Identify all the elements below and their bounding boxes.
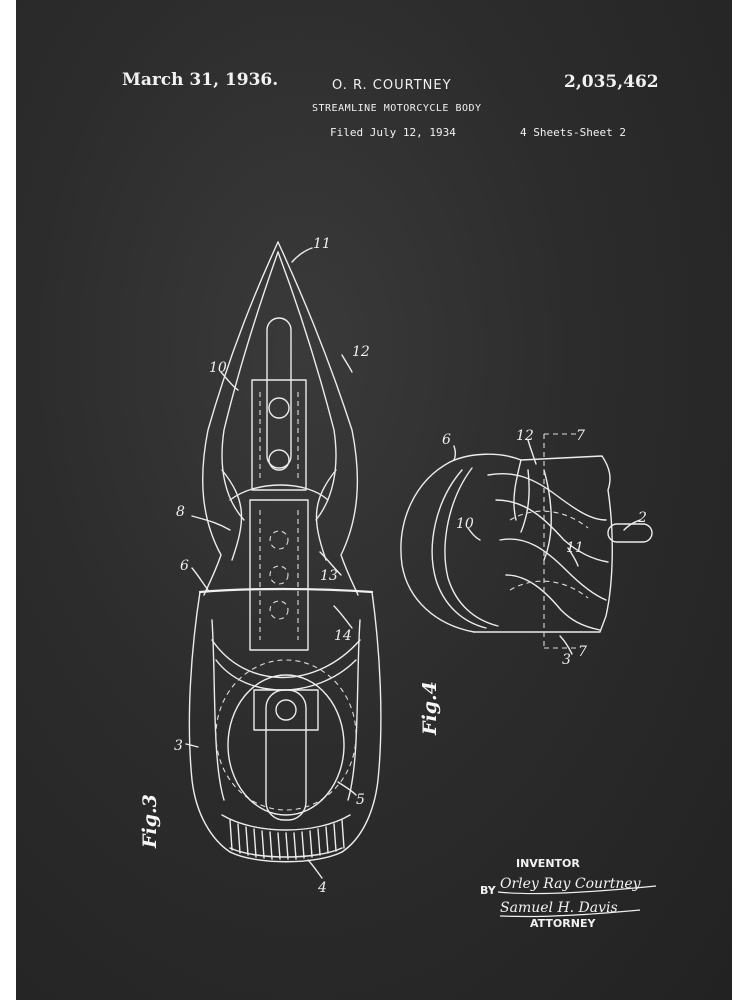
signature-block: Orley Ray Courtney Samuel H. Davis	[497, 876, 657, 918]
fig4-ref-6: 6	[442, 432, 451, 448]
fig3-ref-12: 12	[352, 344, 370, 360]
fig3-ref-4: 4	[317, 880, 327, 896]
fig4-label: Fig.4	[419, 681, 441, 736]
fig4-ref-11: 11	[566, 540, 584, 556]
fig3-ref-10: 10	[209, 360, 227, 376]
fig4-ref-2: 2	[637, 510, 647, 526]
fig4-ref-10: 10	[456, 516, 474, 532]
fig3-ref-6: 6	[180, 558, 189, 574]
fig4-drawing: 6 12 7 10 2 11 7 3 Fig.4	[400, 428, 653, 736]
patent-title: STREAMLINE MOTORCYCLE BODY	[312, 103, 482, 114]
attorney-signature: Samuel H. Davis	[500, 900, 618, 916]
patent-number: 2,035,462	[564, 72, 659, 92]
fig4-ref-7-top: 7	[576, 428, 585, 444]
fig3-ref-13: 13	[320, 568, 338, 584]
attorney-label: ATTORNEY	[530, 917, 596, 930]
fig3-ref-11: 11	[313, 236, 331, 252]
inventor-label: INVENTOR	[516, 857, 580, 870]
fig3-drawing: 11 10 12 8 6 13 14 3 5 4 Fig.3	[139, 236, 382, 896]
sheet-count: 4 Sheets-Sheet 2	[520, 126, 626, 139]
fig4-ref-12: 12	[516, 428, 534, 444]
fig4-ref-7-bottom: 3	[562, 652, 571, 668]
filed-date: Filed July 12, 1934	[330, 126, 456, 139]
rear-grille-slats	[229, 819, 345, 860]
inventor-name: O. R. COURTNEY	[332, 78, 452, 93]
by-label: BY	[480, 884, 496, 897]
fig3-ref-8: 8	[176, 504, 185, 520]
fig3-ref-5: 5	[356, 792, 365, 808]
patent-date: March 31, 1936.	[122, 70, 279, 90]
fig3-ref-3: 3	[174, 738, 183, 754]
patent-drawing: 11 10 12 8 6 13 14 3 5 4 Fig.3	[139, 236, 657, 918]
fig3-label: Fig.3	[139, 794, 161, 849]
inventor-signature: Orley Ray Courtney	[500, 876, 642, 892]
chalkboard-background: March 31, 1936. O. R. COURTNEY 2,035,462…	[16, 0, 732, 1000]
fig3-ref-14: 14	[334, 628, 352, 644]
fig4-ref-3: 7	[578, 644, 587, 660]
